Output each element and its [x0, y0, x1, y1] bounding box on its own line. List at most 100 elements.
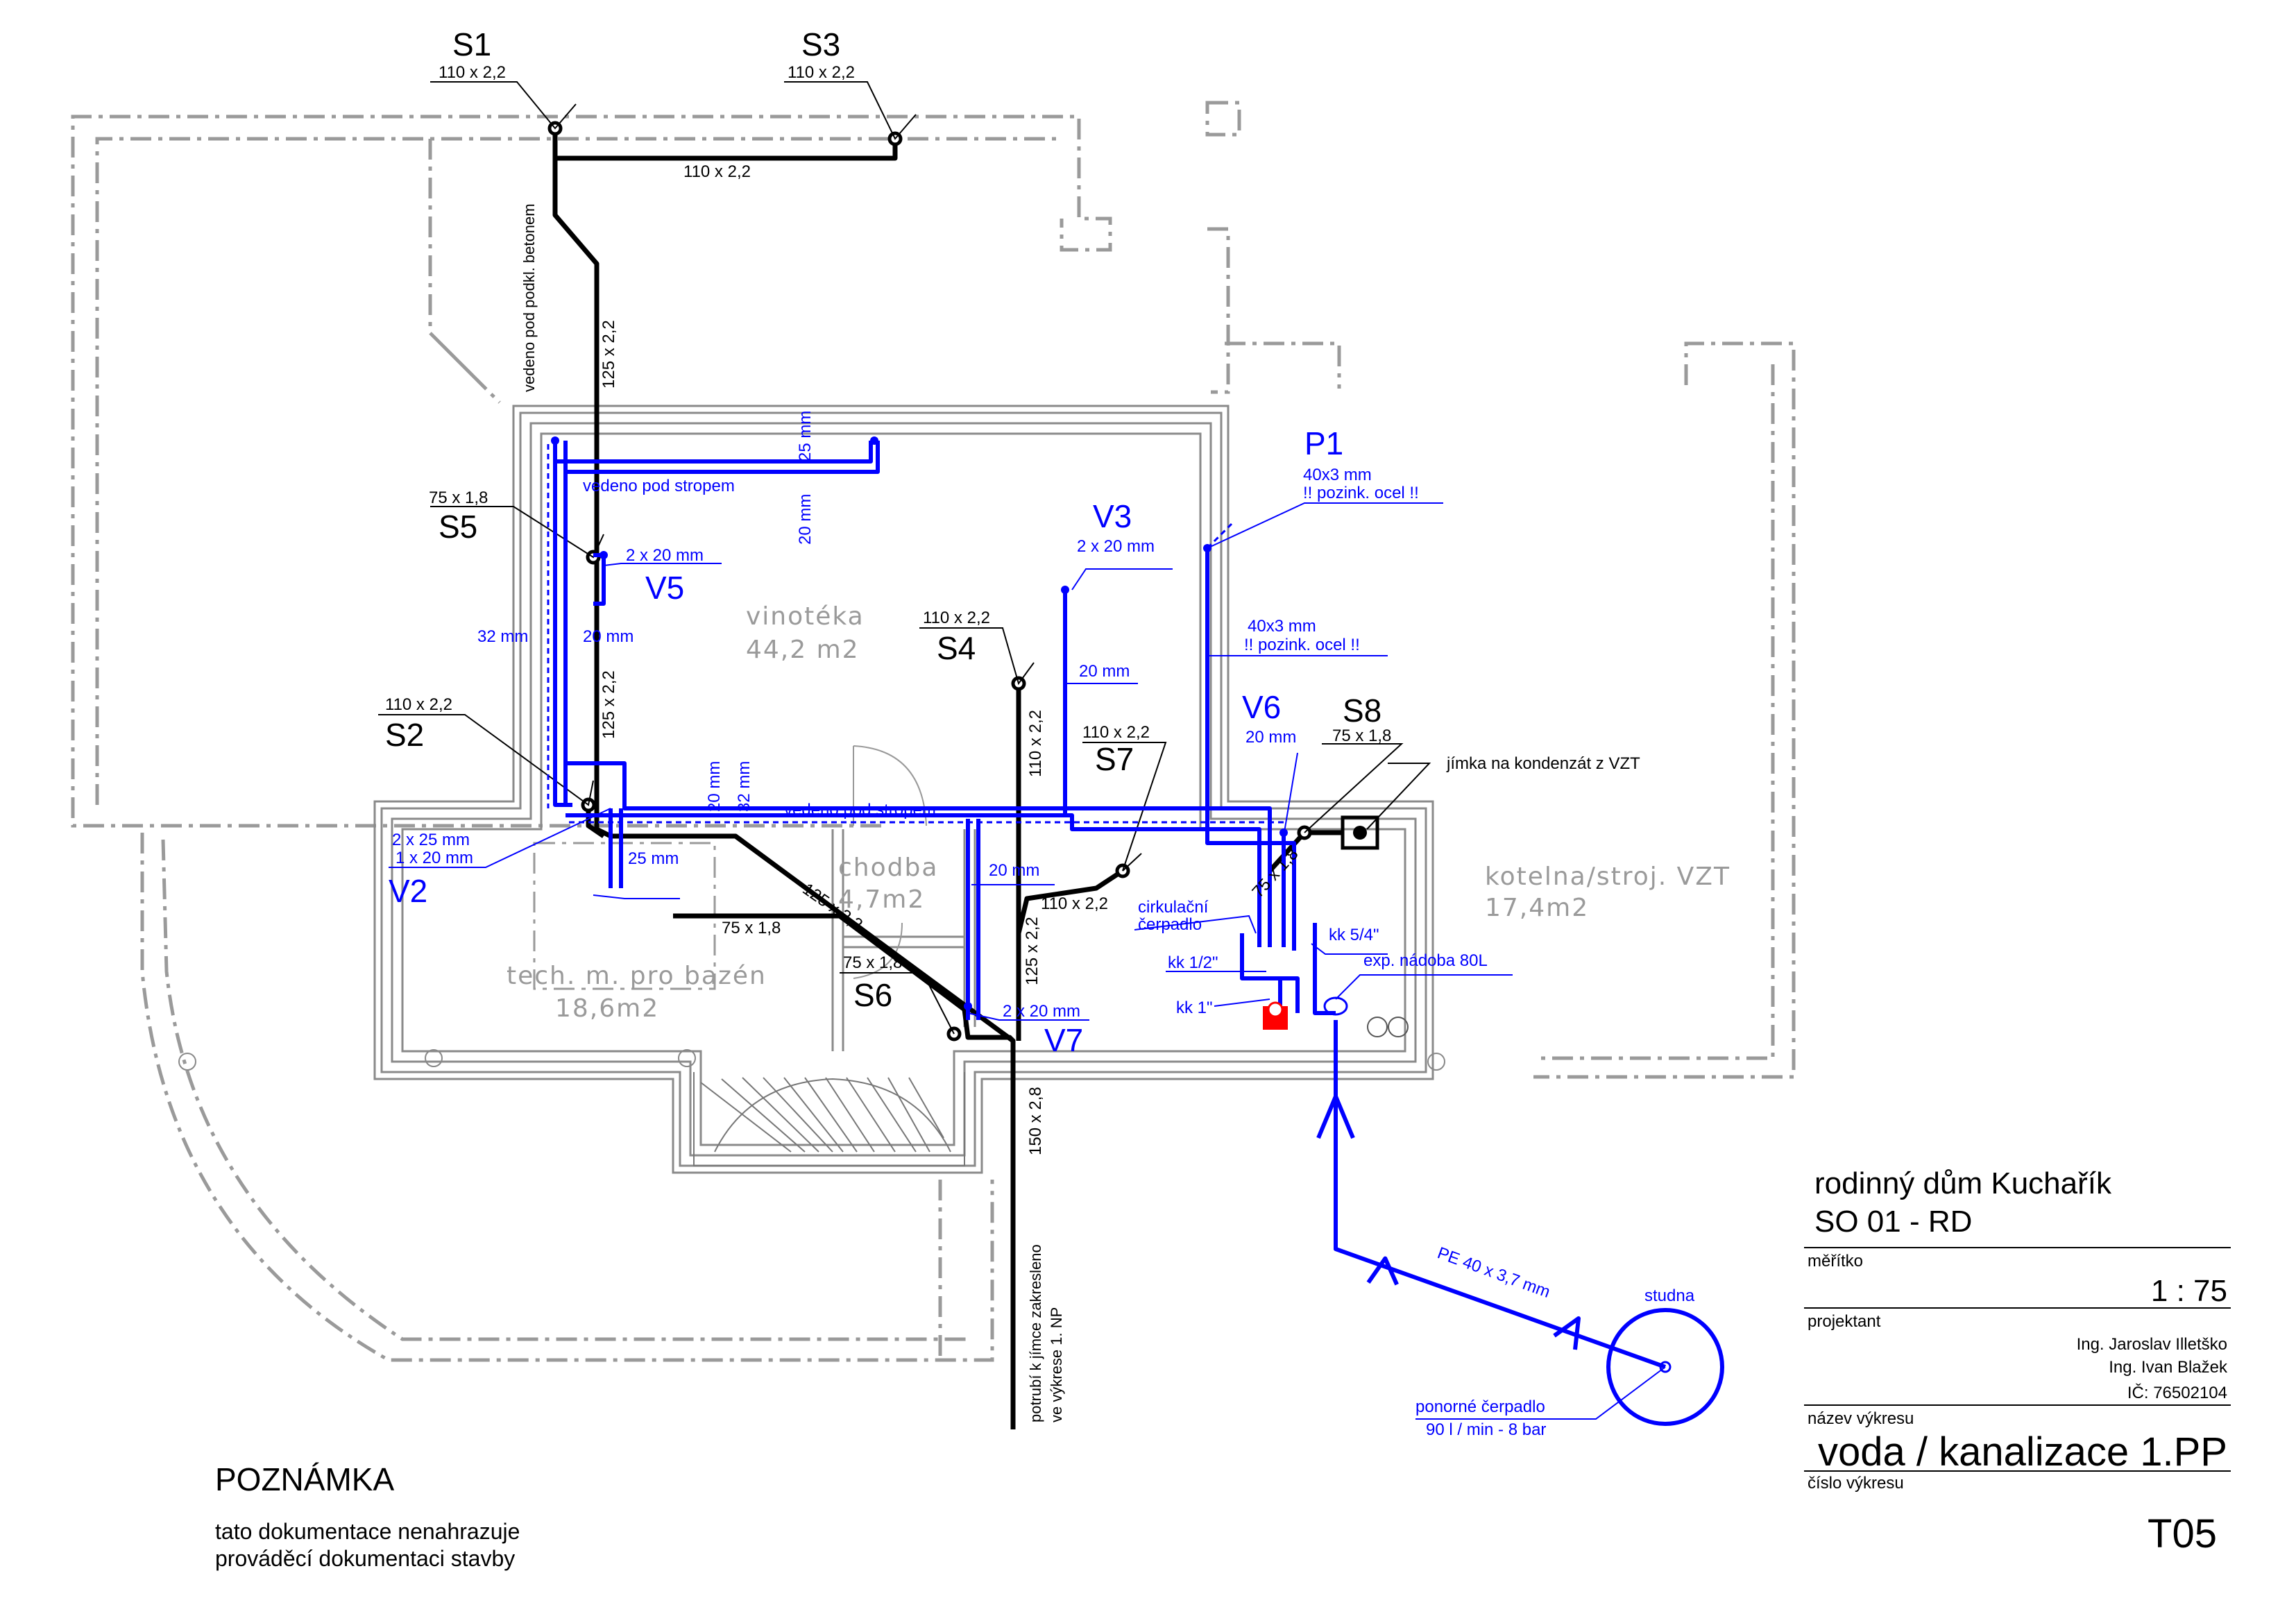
room-vinoteka-area: 44,2 m2 — [746, 636, 860, 664]
sewer-top-horizontal — [552, 128, 898, 161]
tb-drawing-no: T05 — [2148, 1511, 2217, 1556]
label-branch-75: 75 x 1,8 — [722, 919, 781, 937]
label-w-32-mid: 32 mm — [735, 761, 754, 812]
label-s4-vertical: 110 x 2,2 — [1026, 710, 1045, 777]
well-circle — [1606, 1308, 1724, 1426]
note-title: POZNÁMKA — [215, 1461, 394, 1497]
riser-v5-id: V5 — [645, 570, 684, 606]
column-outline — [1205, 101, 1241, 137]
label-top-horizontal: 110 x 2,2 — [683, 162, 751, 181]
label-w-20-chodba: 20 mm — [989, 861, 1039, 880]
stack-s8-dim: 75 x 1,8 — [1332, 726, 1391, 745]
riser-v3-id: V3 — [1093, 498, 1132, 534]
room-tech-area: 18,6m2 — [555, 994, 659, 1023]
room-chodba-area: 4,7m2 — [838, 885, 925, 914]
leader-s3 — [784, 81, 917, 140]
partition-chodba-right — [963, 829, 976, 1027]
leader-v5 — [603, 563, 722, 566]
stack-s4-id: S4 — [937, 630, 976, 666]
riser-v2-dim2: 1 x 20 mm — [396, 849, 473, 867]
riser-v6-dim: 20 mm — [1245, 728, 1296, 747]
label-under-ceiling-mid: vedeno pod stropem — [784, 801, 936, 819]
leader-sub-pump — [1415, 1366, 1666, 1420]
label-pe-pipe: PE 40 x 3,7 mm — [1435, 1243, 1553, 1302]
label-well: studna — [1644, 1286, 1695, 1305]
label-w-20-v3: 20 mm — [1079, 662, 1130, 681]
drain-circle-tech — [425, 1049, 443, 1067]
sewer-branch-75 — [673, 913, 1015, 1043]
condensate-sump-dot — [1353, 826, 1367, 840]
label-under-concrete: vedeno pod podkl. betonem — [520, 203, 538, 392]
stack-s1-dim: 110 x 2,2 — [439, 63, 506, 82]
label-w-25-v2: 25 mm — [628, 849, 679, 868]
stack-s5-id: S5 — [439, 509, 477, 545]
tb-scale-label: měřítko — [1808, 1252, 1863, 1271]
water-v7-vertical — [966, 819, 980, 1020]
stack-s3-dim: 110 x 2,2 — [788, 63, 855, 82]
water-left-vertical — [553, 441, 572, 807]
water-top-horizontal — [555, 441, 880, 474]
boiler-circle-1 — [1367, 1017, 1388, 1037]
leader-s8 — [1304, 743, 1404, 833]
water-boiler-pipes — [1240, 933, 1300, 1020]
condensate-sump — [1341, 815, 1379, 850]
riser-v5-dim: 2 x 20 mm — [626, 546, 704, 565]
leader-v6 — [1283, 752, 1298, 837]
tb-ico: IČ: 76502104 — [2127, 1383, 2227, 1402]
label-pump: cirkulační — [1138, 898, 1209, 917]
label-w-25-top: 25 mm — [796, 411, 815, 461]
basement-outer-wall — [373, 405, 1434, 1174]
well-pump-icon — [1659, 1361, 1672, 1373]
riser-v6-id: V6 — [1242, 689, 1281, 725]
room-kotelna-area: 17,4m2 — [1485, 894, 1589, 922]
leader-condensate — [1366, 763, 1431, 830]
stack-s3-id: S3 — [801, 26, 840, 62]
basement-outer-wall-2 — [380, 411, 1427, 1167]
tb-designer-label: projektant — [1808, 1312, 1881, 1331]
water-arrow-up — [1316, 1094, 1355, 1139]
label-outlet-150: 150 x 2,8 — [1026, 1087, 1045, 1155]
riser-node-v5 — [599, 551, 608, 559]
stack-s8-id: S8 — [1343, 692, 1381, 729]
leader-s4 — [919, 627, 1035, 686]
room-kotelna-name: kotelna/stroj. VZT — [1485, 863, 1730, 891]
stack-s6-id: S6 — [853, 977, 892, 1013]
riser-p1-dim: 40x3 mm — [1303, 466, 1372, 484]
label-pump-2: čerpadlo — [1138, 915, 1202, 934]
label-s6-vertical: 125 x 2,2 — [1023, 917, 1041, 985]
drain-circle-left — [178, 1053, 196, 1071]
partition-chodba-left — [831, 829, 844, 1051]
label-under-ceiling-top: vedeno pod stropem — [583, 477, 735, 495]
leader-p1 — [1207, 502, 1443, 549]
tb-designer-1: Ing. Jaroslav Illetško — [2077, 1335, 2227, 1354]
label-kk1: kk 1" — [1176, 999, 1213, 1017]
riser-node-v3 — [1061, 586, 1069, 594]
upper-floor-outline-left — [71, 114, 1112, 828]
boiler-circle-2 — [1388, 1017, 1409, 1037]
tb-drawing-no-label: číslo výkresu — [1808, 1474, 1904, 1493]
leader-kk54 — [1311, 943, 1388, 955]
label-main-125-upper: 125 x 2,2 — [599, 320, 618, 389]
riser-p1-id: P1 — [1304, 425, 1343, 461]
stack-s5-dim: 75 x 1,8 — [429, 488, 488, 507]
label-kk12: kk 1/2" — [1168, 953, 1218, 972]
terrace-outline — [140, 833, 994, 1362]
riser-v7-id: V7 — [1044, 1022, 1083, 1058]
building-outline — [71, 101, 1796, 1362]
basement-inner-wall — [391, 422, 1417, 1157]
label-sub-pump: ponorné čerpadlo — [1415, 1397, 1545, 1416]
label-expansion: exp. nádoba 80L — [1363, 951, 1488, 970]
label-sub-pump-spec: 90 l / min - 8 bar — [1426, 1420, 1546, 1439]
expansion-vessel-icon — [1323, 996, 1348, 1016]
room-vinoteka-name: vinotéka — [746, 602, 865, 631]
label-w-32-left: 32 mm — [477, 627, 528, 646]
riser-node-top-left — [551, 436, 559, 445]
leader-v2 — [389, 808, 611, 868]
riser-p1-note: !! pozink. ocel !! — [1303, 484, 1419, 502]
leader-s6 — [840, 972, 955, 1035]
terrace-inner — [161, 839, 971, 1341]
leader-s1 — [430, 81, 577, 130]
sewer-labels: S1 110 x 2,2 S3 110 x 2,2 75 x 1,8 S5 11… — [385, 26, 1640, 1422]
sewer-s8-diagonal — [1268, 831, 1307, 873]
